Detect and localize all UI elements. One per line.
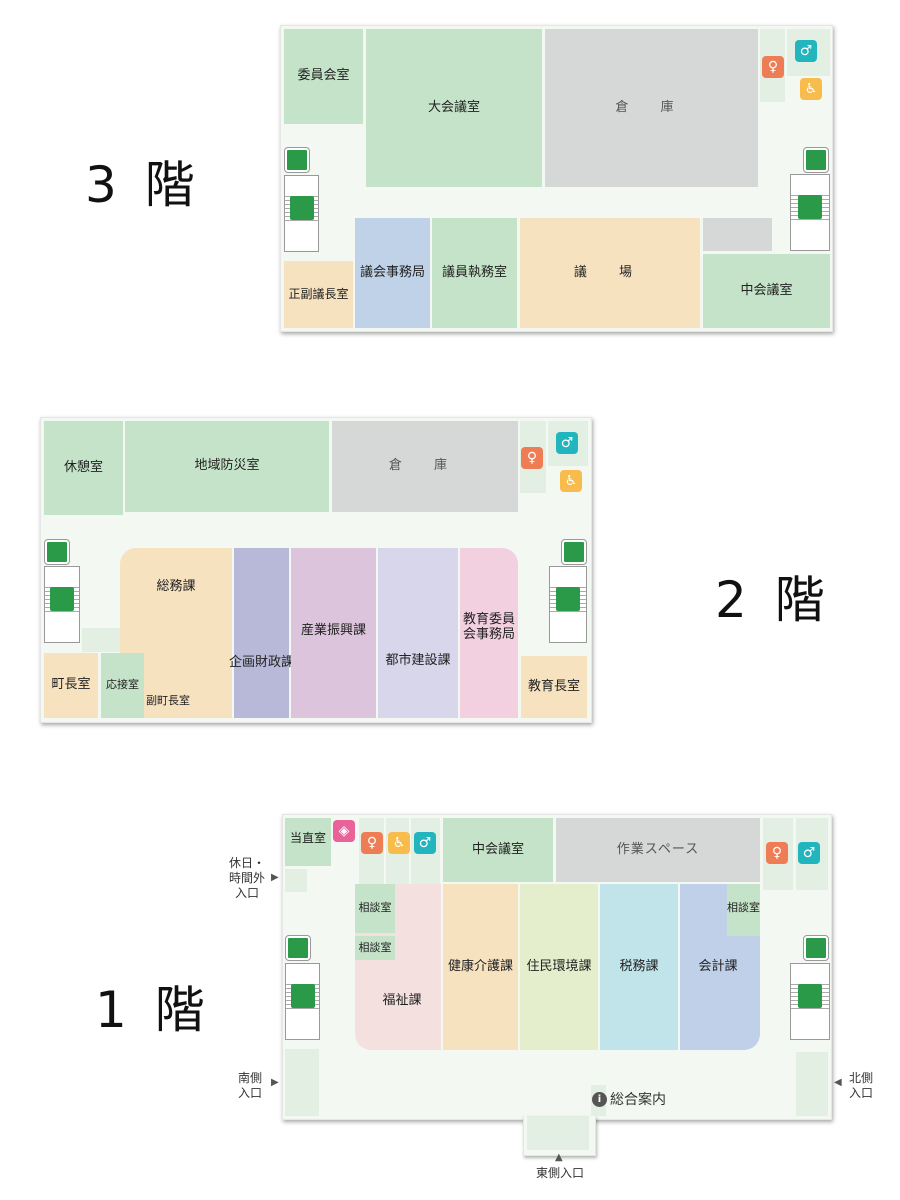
stairs (44, 566, 80, 643)
north-hall (796, 1052, 828, 1116)
male-restroom-icon: ♂ (556, 432, 578, 454)
elevator-icon (44, 539, 70, 565)
room-gijo[interactable]: 議 場 (520, 218, 700, 328)
room-fukuchou[interactable]: 副町長室 (146, 653, 190, 718)
room-jimukyoku[interactable]: 議会事務局 (355, 218, 430, 328)
stairs (549, 566, 587, 643)
room-jumin[interactable]: 住民環境課 (520, 884, 598, 1050)
room-souko[interactable]: 倉 庫 (545, 29, 758, 187)
storage-small (703, 218, 772, 251)
male-restroom-icon: ♂ (798, 842, 820, 864)
room-sangyo[interactable]: 産業振興課 (291, 548, 376, 718)
arrow-right-icon: ▶ (271, 872, 279, 883)
female-restroom-icon: ♀ (521, 447, 543, 469)
room-sagyo[interactable]: 作業スペース (556, 818, 760, 882)
elevator-icon (803, 147, 829, 173)
restroom-area (411, 818, 440, 890)
arrow-up-icon: ▲ (555, 1152, 563, 1163)
stairs (285, 963, 320, 1040)
room-kikaku[interactable]: 企画財政課 (229, 548, 294, 718)
stairs (790, 963, 830, 1040)
stairs-icon (798, 984, 822, 1009)
room-chukaigi[interactable]: 中会議室 (703, 254, 830, 328)
room-sodan-1[interactable]: 相談室 (355, 884, 395, 933)
stairs (284, 175, 319, 252)
room-shitsumu[interactable]: 議員執務室 (432, 218, 517, 328)
east-entrance-hall (527, 1116, 589, 1150)
room-kyoiku[interactable]: 教育委員会事務局 (460, 548, 518, 718)
info-label: 総合案内 (610, 1091, 666, 1108)
arrow-right-icon: ▶ (271, 1077, 279, 1088)
stairs-icon (50, 587, 74, 612)
stairs-icon (798, 195, 822, 220)
baby-care-icon: ◈ (333, 820, 355, 842)
elevator-icon (561, 539, 587, 565)
accessible-restroom-icon: ♿ (388, 832, 410, 854)
room-zeimu[interactable]: 税務課 (600, 884, 678, 1050)
room-toshi[interactable]: 都市建設課 (378, 548, 458, 718)
elevator-icon (284, 147, 310, 173)
room-daikaigi[interactable]: 大会議室 (366, 29, 542, 187)
floor-2-title: 2 階 (715, 571, 831, 629)
male-restroom-icon: ♂ (795, 40, 817, 62)
room-kenko[interactable]: 健康介護課 (443, 884, 518, 1050)
stairs (790, 174, 830, 251)
room-iinkai[interactable]: 委員会室 (284, 29, 363, 124)
male-restroom-icon: ♂ (414, 832, 436, 854)
room-tochoku[interactable]: 当直室 (285, 818, 331, 866)
restroom-area (359, 818, 384, 890)
elevator-icon (803, 935, 829, 961)
small-room (285, 869, 307, 892)
restroom-area (386, 818, 409, 890)
room-sodan-2[interactable]: 相談室 (355, 936, 395, 960)
south-hall (285, 1049, 319, 1116)
room-osetsu[interactable]: 応接室 (101, 653, 144, 718)
room-chukaigi[interactable]: 中会議室 (443, 818, 553, 882)
female-restroom-icon: ♀ (762, 56, 784, 78)
floor-1-title: 1 階 (95, 981, 211, 1039)
female-restroom-icon: ♀ (361, 832, 383, 854)
entrance-holiday-label[interactable]: 休日・時間外入口 (228, 856, 265, 900)
stairs-icon (289, 196, 314, 221)
arrow-left-icon: ◀ (834, 1077, 842, 1088)
room-kyoikucho[interactable]: 教育長室 (521, 656, 587, 718)
female-restroom-icon: ♀ (766, 842, 788, 864)
info-icon: i (592, 1092, 607, 1107)
room-kyukei[interactable]: 休憩室 (44, 421, 123, 515)
elevator-icon (285, 935, 311, 961)
room-souko[interactable]: 倉 庫 (332, 421, 518, 512)
accessible-restroom-icon: ♿ (560, 470, 582, 492)
stairs-icon (556, 587, 580, 612)
accessible-restroom-icon: ♿ (800, 78, 822, 100)
room-gichou[interactable]: 正副議長室 (284, 261, 353, 328)
room-chocho[interactable]: 町長室 (44, 653, 98, 718)
room-bousai[interactable]: 地域防災室 (125, 421, 329, 512)
stairs-icon (290, 984, 315, 1009)
entrance-north-label[interactable]: 北側入口 (848, 1071, 873, 1100)
entrance-south-label[interactable]: 南側入口 (237, 1071, 262, 1100)
entrance-east-label[interactable]: 東側入口 (535, 1166, 584, 1180)
room-sodan-3[interactable]: 相談室 (727, 884, 760, 936)
floor-3-title: 3 階 (85, 156, 201, 214)
